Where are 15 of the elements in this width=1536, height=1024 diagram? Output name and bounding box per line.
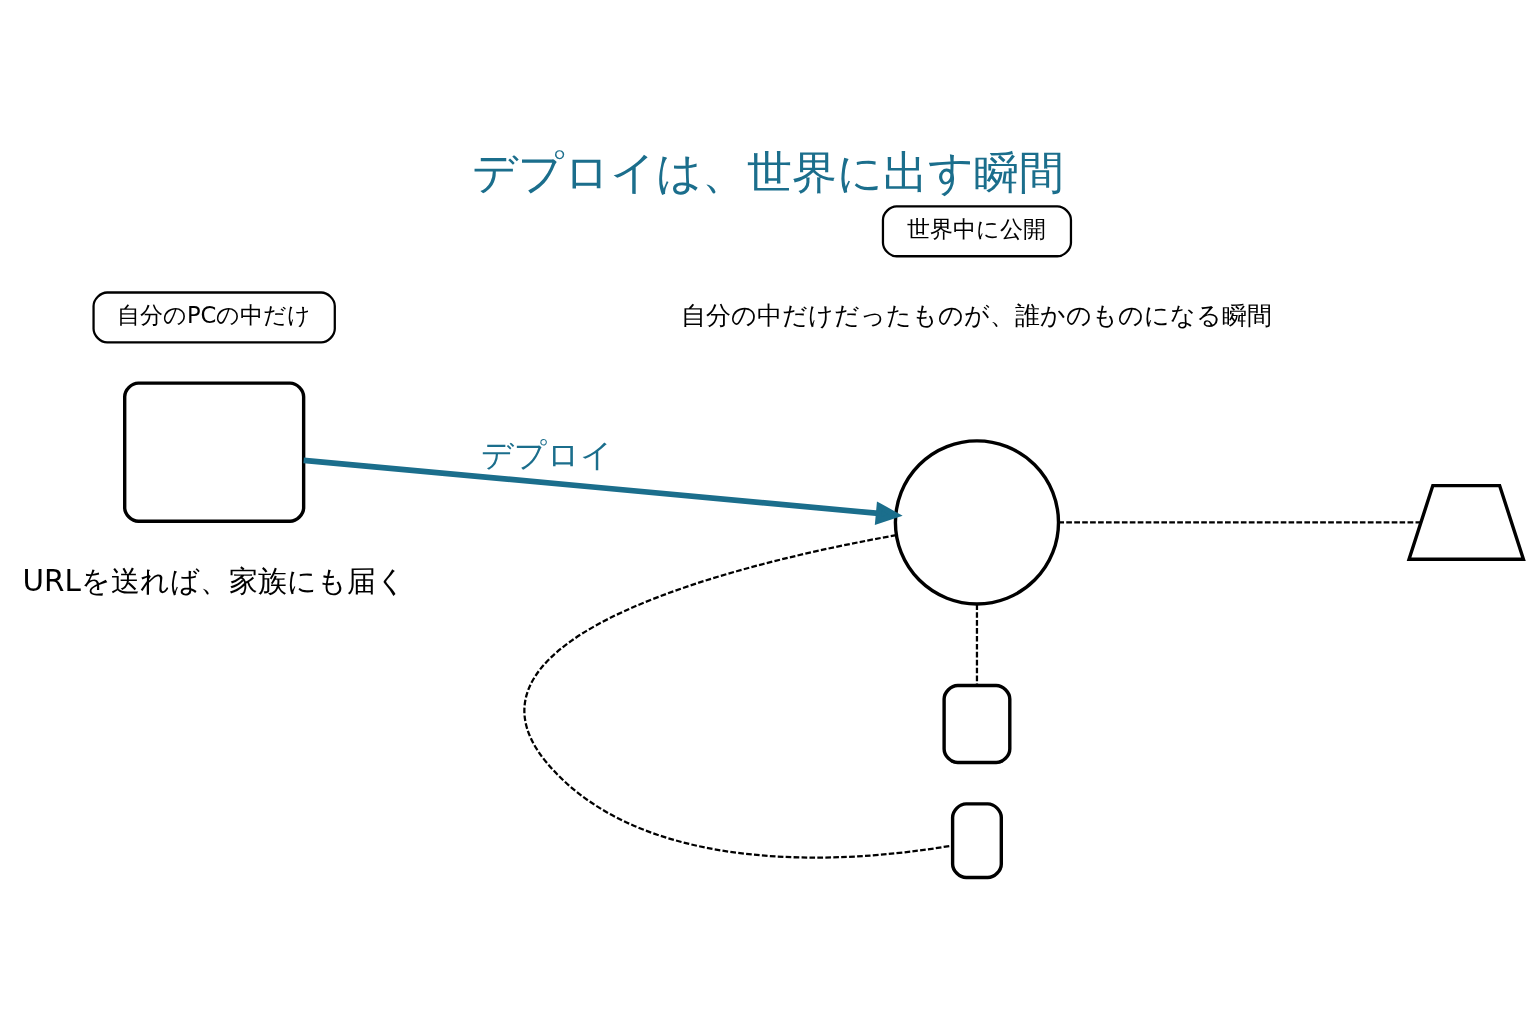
label: URLを送れば、家族にも届く (22, 563, 406, 598)
connector (1058, 520, 1421, 524)
edge-label: デプロイ (480, 436, 613, 473)
caption: 自分の中だけだったものが、誰かのものになる瞬間 (681, 300, 1273, 330)
node-globe (893, 438, 1061, 606)
node-laptop (1406, 483, 1526, 561)
node-box: 世界中に公開 (881, 204, 1073, 257)
node-phone (950, 801, 1003, 879)
node-tablet (942, 683, 1012, 764)
arrow (303, 457, 903, 525)
node-monitor (123, 380, 306, 523)
diagram-title: デプロイは、世界に出す瞬間 (472, 145, 1064, 199)
connector (524, 533, 953, 858)
connector (975, 603, 979, 685)
node-box: 自分のPCの中だけ (92, 290, 336, 343)
